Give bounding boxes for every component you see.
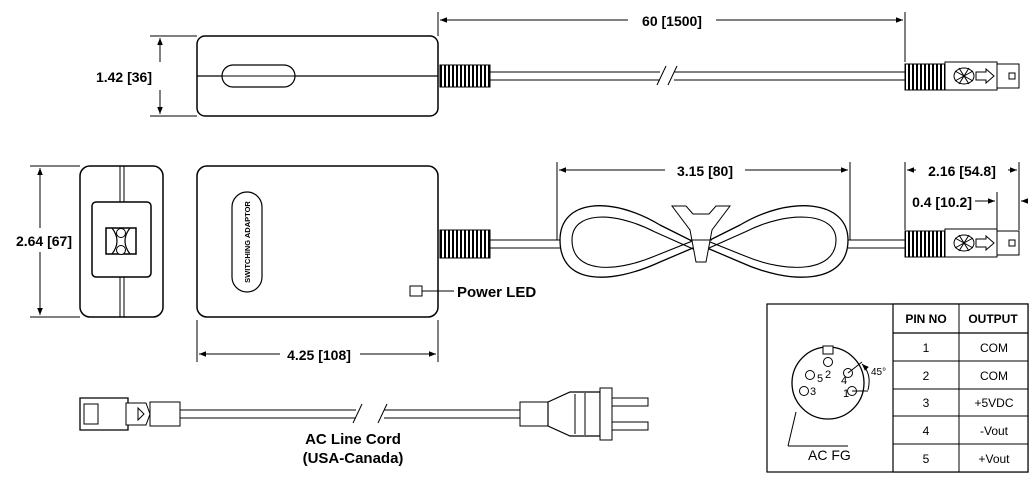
table-cell-pin: 1 bbox=[923, 341, 930, 355]
strain-relief-front bbox=[439, 229, 491, 259]
dim-coil-label: 3.15 [80] bbox=[677, 163, 733, 179]
top-view bbox=[196, 35, 1020, 117]
dim-plug-tip: 0.4 [10.2] bbox=[912, 192, 1028, 230]
dim-cable-length: 60 [1500] bbox=[437, 12, 906, 62]
pin-table: PIN NO OUTPUT 1 COM 2 COM 3 +5VDC 4 -Vou… bbox=[892, 303, 1029, 473]
dim-height-label: 1.42 [36] bbox=[96, 69, 152, 85]
table-cell-pin: 3 bbox=[923, 396, 930, 410]
ac-cord-label-2: (USA-Canada) bbox=[303, 450, 404, 467]
front-view: SWITCHING ADAPTOR Power LED bbox=[196, 165, 1020, 318]
table-header-output: OUTPUT bbox=[968, 312, 1018, 326]
ac-fg-label: AC FG bbox=[808, 447, 851, 463]
dim-length: 4.25 [108] bbox=[196, 320, 439, 363]
label-recess-front bbox=[231, 191, 263, 293]
dim-length-label: 4.25 [108] bbox=[287, 347, 351, 363]
table-cell-output: +Vout bbox=[978, 452, 1010, 466]
dim-height: 1.42 [36] bbox=[96, 35, 197, 117]
pin-4-label: 4 bbox=[841, 375, 847, 387]
table-cell-output: COM bbox=[980, 369, 1008, 383]
dim-plug-length-label: 2.16 [54.8] bbox=[928, 163, 996, 179]
pin-2-label: 2 bbox=[825, 369, 831, 381]
table-cell-output: +5VDC bbox=[974, 396, 1013, 410]
end-view bbox=[79, 165, 164, 318]
table-cell-output: COM bbox=[980, 341, 1008, 355]
strain-relief-top bbox=[439, 64, 491, 88]
pin-5-label: 5 bbox=[817, 373, 823, 385]
pin-1-label: 1 bbox=[843, 388, 849, 400]
table-header-pin: PIN NO bbox=[905, 312, 946, 326]
power-led-label: Power LED bbox=[457, 284, 536, 301]
angle-label: 45° bbox=[871, 367, 886, 378]
dim-cable-length-label: 60 [1500] bbox=[642, 13, 702, 29]
pin-3-label: 3 bbox=[810, 386, 816, 398]
dim-width: 2.64 [67] bbox=[16, 165, 80, 318]
din-plug-top bbox=[904, 63, 946, 91]
dim-coil: 3.15 [80] bbox=[556, 162, 851, 240]
table-cell-output: -Vout bbox=[980, 424, 1009, 438]
table-cell-pin: 5 bbox=[923, 452, 930, 466]
dim-width-label: 2.64 [67] bbox=[16, 233, 72, 249]
table-cell-pin: 2 bbox=[923, 369, 930, 383]
dim-plug-tip-label: 0.4 [10.2] bbox=[912, 194, 972, 210]
pinout-box: 5 2 4 3 1 45° AC FG PIN NO OUTPUT 1 COM … bbox=[766, 303, 1029, 473]
ac-cord-label-1: AC Line Cord bbox=[305, 431, 401, 448]
adapter-label: SWITCHING ADAPTOR bbox=[243, 201, 252, 283]
power-led bbox=[409, 285, 423, 297]
ac-line-cord: AC Line Cord (USA-Canada) bbox=[79, 387, 649, 467]
din-plug-front bbox=[904, 230, 946, 258]
table-cell-pin: 4 bbox=[923, 424, 930, 438]
